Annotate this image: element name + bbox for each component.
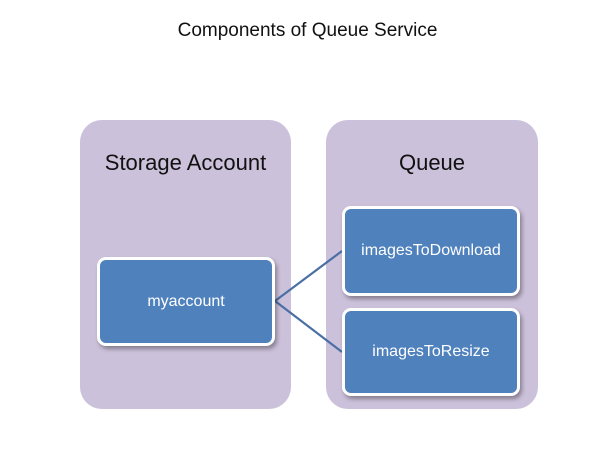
- diagram-title: Components of Queue Service: [177, 20, 438, 41]
- queue-heading: Queue: [398, 150, 466, 175]
- account-node: myaccount: [97, 257, 275, 346]
- queue-name: imagesToResize: [372, 343, 490, 360]
- queue-node-images-to-download: imagesToDownload: [342, 206, 520, 296]
- storage-account-heading: Storage Account: [104, 150, 267, 175]
- queue-name: imagesToDownload: [361, 242, 501, 259]
- account-name: myaccount: [147, 292, 225, 310]
- queue-node-images-to-resize: imagesToResize: [342, 308, 520, 396]
